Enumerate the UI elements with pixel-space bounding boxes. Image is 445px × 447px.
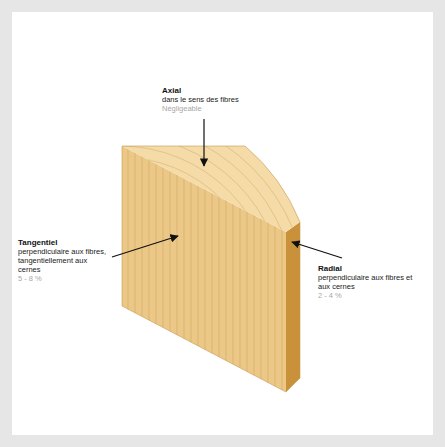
shrinkage-value: 5 - 8 %: [18, 274, 108, 283]
direction-title: Tangentiel: [18, 238, 108, 247]
end-grain-face: [122, 146, 300, 232]
growth-rings: [0, 113, 307, 447]
fibre-line: [184, 140, 185, 400]
shrinkage-value: 2 - 4 %: [318, 291, 423, 300]
growth-ring: [0, 179, 241, 421]
axial-callout: Axialdans le sens des fibresNégligeable: [162, 86, 272, 113]
growth-ring: [76, 256, 164, 344]
radial-leader: [292, 242, 342, 258]
shrinkage-value: Négligeable: [162, 104, 272, 113]
direction-description: perpendiculaire aux fibres, tangentielle…: [18, 247, 108, 274]
growth-ring: [0, 168, 252, 432]
growth-ring: [0, 135, 285, 447]
fibre-line: [135, 140, 136, 400]
axial-leader: [203, 119, 204, 166]
growth-ring: [0, 124, 296, 447]
growth-ring: [10, 190, 230, 410]
fibre-line: [128, 140, 129, 400]
wedge-outline: [122, 146, 300, 392]
fibre-line: [170, 140, 171, 400]
direction-description: perpendiculaire aux fibres et aux cernes: [318, 273, 423, 291]
fibre-line: [156, 140, 157, 400]
growth-ring: [0, 157, 263, 443]
growth-ring: [0, 146, 274, 447]
direction-title: Axial: [162, 86, 272, 95]
fibre-line: [149, 140, 150, 400]
tangential-leader: [112, 236, 178, 257]
fibre-line: [163, 140, 164, 400]
fibre-line: [142, 140, 143, 400]
fibre-line: [177, 140, 178, 400]
fibre-line: [282, 140, 283, 400]
tangential-callout: Tangentielperpendiculaire aux fibres, ta…: [18, 238, 108, 283]
growth-ring: [32, 212, 208, 388]
growth-ring: [0, 113, 307, 447]
direction-description: dans le sens des fibres: [162, 95, 272, 104]
growth-ring: [21, 201, 219, 399]
radial-callout: Radialperpendiculaire aux fibres et aux …: [318, 264, 423, 300]
radial-face: [286, 222, 300, 392]
growth-ring: [43, 223, 197, 377]
direction-title: Radial: [318, 264, 423, 273]
